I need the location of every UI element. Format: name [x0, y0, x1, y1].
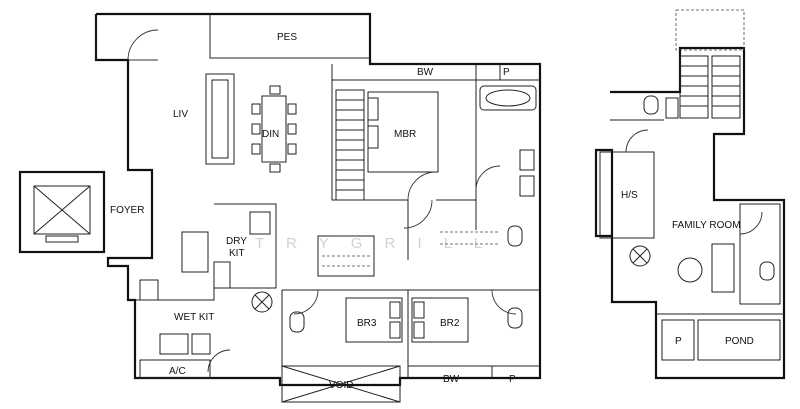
label-void: VOID — [329, 380, 353, 391]
void-area — [281, 365, 401, 403]
label-pond: POND — [725, 336, 754, 347]
main-unit — [94, 12, 542, 403]
watermark: T R Y G R I L L — [255, 235, 491, 252]
label-br3: BR3 — [357, 318, 377, 329]
label-wet-kit: WET KIT — [174, 312, 214, 323]
label-pes: PES — [277, 32, 297, 43]
label-din: DIN — [262, 129, 279, 140]
label-foyer: FOYER — [110, 205, 144, 216]
dining-table — [261, 95, 287, 163]
label-p-upper: P — [675, 336, 682, 347]
label-hs: H/S — [621, 190, 638, 201]
label-dry-kit: DRY — [226, 236, 247, 247]
label-liv: LIV — [173, 109, 188, 120]
label-bw-bottom: BW — [443, 374, 460, 385]
staircase — [335, 89, 365, 201]
label-p-top: P — [503, 67, 510, 78]
label-p-bottom: P — [509, 374, 516, 385]
label-dry-kit-2: KIT — [229, 248, 245, 259]
upper-level — [594, 9, 786, 380]
room-labels: PES BW P LIV DIN MBR FOYER DRY KIT WET K… — [110, 32, 754, 391]
label-br2: BR2 — [440, 318, 460, 329]
mbr-bed — [367, 91, 439, 173]
lift-lobby — [18, 170, 106, 254]
label-bw-top: BW — [417, 67, 434, 78]
label-family-room: FAMILY ROOM — [672, 220, 741, 231]
label-mbr: MBR — [394, 129, 416, 140]
label-ac: A/C — [169, 366, 186, 377]
